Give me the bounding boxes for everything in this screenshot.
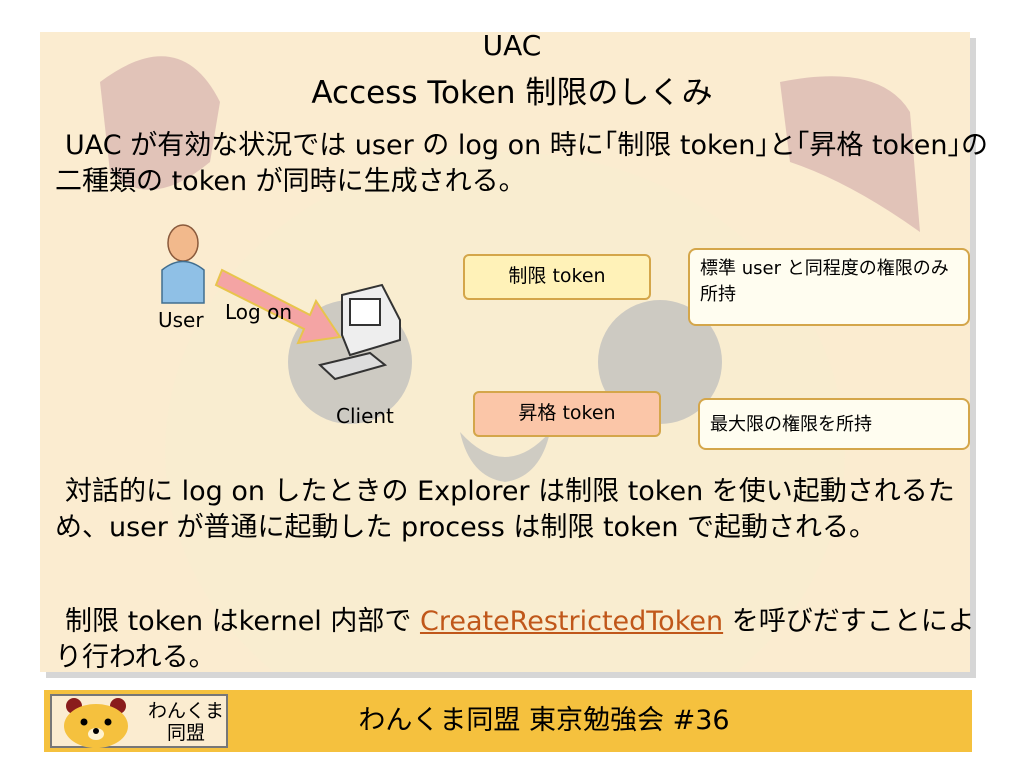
- paragraph-text: UAC が有効な状況では user の log on 時に｢制限 token｣と…: [55, 130, 988, 197]
- create-restricted-token-link[interactable]: CreateRestrictedToken: [419, 606, 724, 637]
- slide-title-uac: UAC: [482, 29, 542, 62]
- footer-bar: わんくま同盟 わんくま同盟 東京勉強会 #36: [44, 690, 972, 752]
- restricted-token-box: 制限 token: [463, 254, 651, 300]
- logo-text: わんくま同盟: [148, 700, 224, 744]
- user-icon: [161, 224, 205, 304]
- paragraph-restricted-token: 制限 token はkernel 内部で CreateRestrictedTok…: [55, 604, 975, 676]
- computer-icon: [317, 283, 401, 381]
- paragraph-text: 対話的に log on したときの Explorer は制限 token を使い…: [55, 476, 955, 543]
- logo-text-line1: わんくま: [148, 700, 225, 722]
- elevated-token-note: 最大限の権限を所持: [698, 398, 970, 450]
- restricted-token-note: 標準 user と同程度の権限のみ所持: [688, 248, 970, 326]
- user-label: User: [158, 308, 204, 332]
- paragraph-explorer: 対話的に log on したときの Explorer は制限 token を使い…: [55, 474, 975, 546]
- paragraph-text-after: を呼びだすことにより行われる。: [55, 606, 975, 673]
- bear-logo-icon: [64, 698, 128, 748]
- elevated-token-box: 昇格 token: [473, 391, 661, 437]
- paragraph-token-generation: UAC が有効な状況では user の log on 時に｢制限 token｣と…: [55, 128, 995, 200]
- wankuma-logo: わんくま同盟: [50, 694, 228, 748]
- footer-text: わんくま同盟 東京勉強会 #36: [358, 705, 730, 736]
- logon-label: Log on: [225, 300, 292, 324]
- logo-text-line2: 同盟: [167, 722, 206, 744]
- slide-title: Access Token 制限のしくみ: [311, 75, 713, 111]
- logon-arrow-icon: [214, 268, 342, 345]
- client-label: Client: [336, 404, 394, 428]
- paragraph-text-before: 制限 token はkernel 内部で: [65, 606, 420, 637]
- logon-diagram: [161, 224, 401, 381]
